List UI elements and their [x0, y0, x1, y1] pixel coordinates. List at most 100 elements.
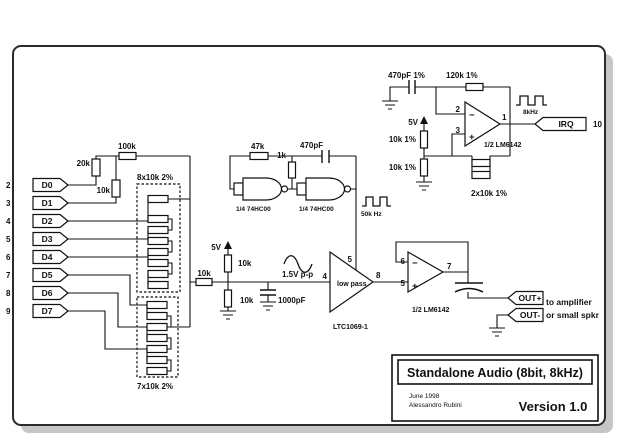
square-wave-icon — [362, 196, 391, 207]
pin-number: 5 — [6, 235, 11, 244]
resistor-10k-label: 10k — [97, 186, 111, 195]
resistor-1k-label: 1k — [277, 151, 286, 160]
title-block: Standalone Audio (8bit, 8kHz) June 1998 … — [391, 354, 599, 422]
out-plus-label: OUT+ — [519, 293, 542, 303]
resistor-47k-label: 47k — [251, 142, 265, 151]
irq-flag — [534, 116, 587, 132]
ladder-resistor — [146, 333, 168, 343]
signal-flag — [32, 177, 69, 193]
capacitor-470pF-1pct-label: 470pF 1% — [388, 71, 425, 80]
input-flag-d4: 6 D4 — [6, 249, 69, 265]
resistor-120k-label: 120k 1% — [446, 71, 478, 80]
vcc-label: 5V — [408, 118, 418, 127]
resistor-pair-a — [471, 158, 491, 168]
capacitor-470pF-1pct — [408, 80, 416, 94]
input-flag-d2: 4 D2 — [6, 213, 69, 229]
bias-network: 10k 10k 10k 5V 1000pF 1.5V p-p — [190, 241, 330, 311]
nand-bubble-icon — [280, 185, 289, 193]
lowpass-pin-in: 4 — [323, 272, 328, 281]
capacitor-1000pF-label: 1000pF — [278, 296, 306, 305]
pack8-label: 8x10k 2% — [137, 173, 173, 182]
resistor-120k — [465, 82, 484, 92]
bias-wires — [190, 249, 330, 311]
output-note-1: to amplifier — [546, 297, 593, 307]
resistor-20k — [91, 158, 101, 177]
opamp-triangle-icon — [464, 100, 502, 148]
capacitor-1000pF — [260, 289, 276, 296]
ladder-resistor — [147, 214, 169, 224]
irq-oscillator: 470pF 1% 120k 1% 5V 10k 1% 10k 1% 2x10k … — [388, 71, 602, 198]
resistor-10k-series-label: 10k — [197, 269, 211, 278]
pin-number: 7 — [6, 271, 11, 280]
pack7-box — [136, 296, 179, 378]
signal-label: D3 — [42, 234, 53, 244]
ground-icons — [220, 100, 505, 337]
ladder-resistor — [147, 269, 169, 279]
opamp-triangle-icon — [407, 250, 445, 294]
signal-label: D4 — [42, 252, 53, 262]
resistor-10k-pulldown-label: 10k — [240, 296, 254, 305]
vcc-label: 5V — [211, 243, 221, 252]
output-cap-curved-plate — [454, 287, 484, 293]
vcc-arrow-icon — [420, 116, 428, 124]
input-flag-d0: 2 D0 — [6, 177, 69, 193]
ladder-resistor — [147, 225, 169, 235]
irq-flag-pin: 10 — [593, 120, 602, 129]
out-plus-flag — [507, 290, 544, 306]
input-flag-d7: 9 D7 — [6, 303, 69, 319]
outamp-part-label: 1/2 LM6142 — [412, 307, 449, 314]
signal-flag — [32, 231, 69, 247]
input-flag-d1: 3 D1 — [6, 195, 69, 211]
resistor-47k — [249, 151, 269, 161]
resistor-10k-series — [195, 277, 213, 287]
author-label: Alessandro Rubini — [409, 402, 462, 409]
out-minus-flag — [507, 307, 544, 323]
lowpass-triangle-icon — [329, 250, 375, 314]
resistor-20k-label: 20k — [77, 159, 91, 168]
pin-number: 6 — [6, 253, 11, 262]
resistor-pair-label: 2x10k 1% — [471, 189, 507, 198]
signal-label: D2 — [42, 216, 53, 226]
nand-oscillator: 47k 1k 470pF 1/4 74HC00 1/4 74HC00 50k H… — [229, 141, 391, 270]
signal-label: D6 — [42, 288, 53, 298]
signal-label: D7 — [42, 306, 53, 316]
square-wave-icon — [516, 95, 547, 106]
pin-number: 9 — [6, 307, 11, 316]
gate2-label: 1/4 74HC00 — [299, 206, 334, 213]
ladder-resistor — [146, 344, 168, 354]
input-flag-d5: 7 D5 — [6, 267, 69, 283]
pin-number: 4 — [6, 217, 11, 226]
pack8-box — [136, 183, 181, 293]
signal-flag — [32, 267, 69, 283]
ladder-resistor — [147, 194, 169, 204]
lowpass-part-label: LTC1069-1 — [333, 324, 368, 331]
ladder-resistor — [147, 258, 169, 268]
ladder-resistor — [146, 322, 168, 332]
plus-sign: + — [469, 132, 475, 143]
nand-wires — [229, 155, 357, 270]
out-minus-label: OUT- — [520, 310, 540, 320]
irq-pin-plus: 3 — [456, 126, 461, 135]
resistor-pair-b — [471, 170, 491, 180]
signal-flag — [32, 249, 69, 265]
outamp-pin-minus: 6 — [401, 257, 406, 266]
signal-flag — [32, 195, 69, 211]
input-wires — [68, 155, 190, 350]
title-block-inner — [397, 359, 593, 385]
resistor-10k-top-label: 10k 1% — [389, 135, 416, 144]
outamp-wires — [395, 241, 508, 328]
input-flag-d6: 8 D6 — [6, 285, 69, 301]
irq-freq-label: 8kHz — [523, 109, 539, 116]
digital-inputs: 2 D0 3 D1 4 D2 5 D3 6 D4 7 D5 — [6, 142, 190, 350]
resistor-1k — [287, 161, 297, 179]
signal-label: D1 — [42, 198, 53, 208]
gate1-label: 1/4 74HC00 — [236, 206, 271, 213]
signal-level-label: 1.5V p-p — [282, 270, 313, 279]
capacitor-470pF-label: 470pF — [300, 141, 323, 150]
signal-flag — [32, 285, 69, 301]
ladder-resistor — [147, 247, 169, 257]
resistor-10k-pullup — [223, 254, 233, 273]
resistor-10k-bottom-label: 10k 1% — [389, 163, 416, 172]
signal-flag — [32, 303, 69, 319]
irq-flag-label: IRQ — [558, 119, 574, 129]
